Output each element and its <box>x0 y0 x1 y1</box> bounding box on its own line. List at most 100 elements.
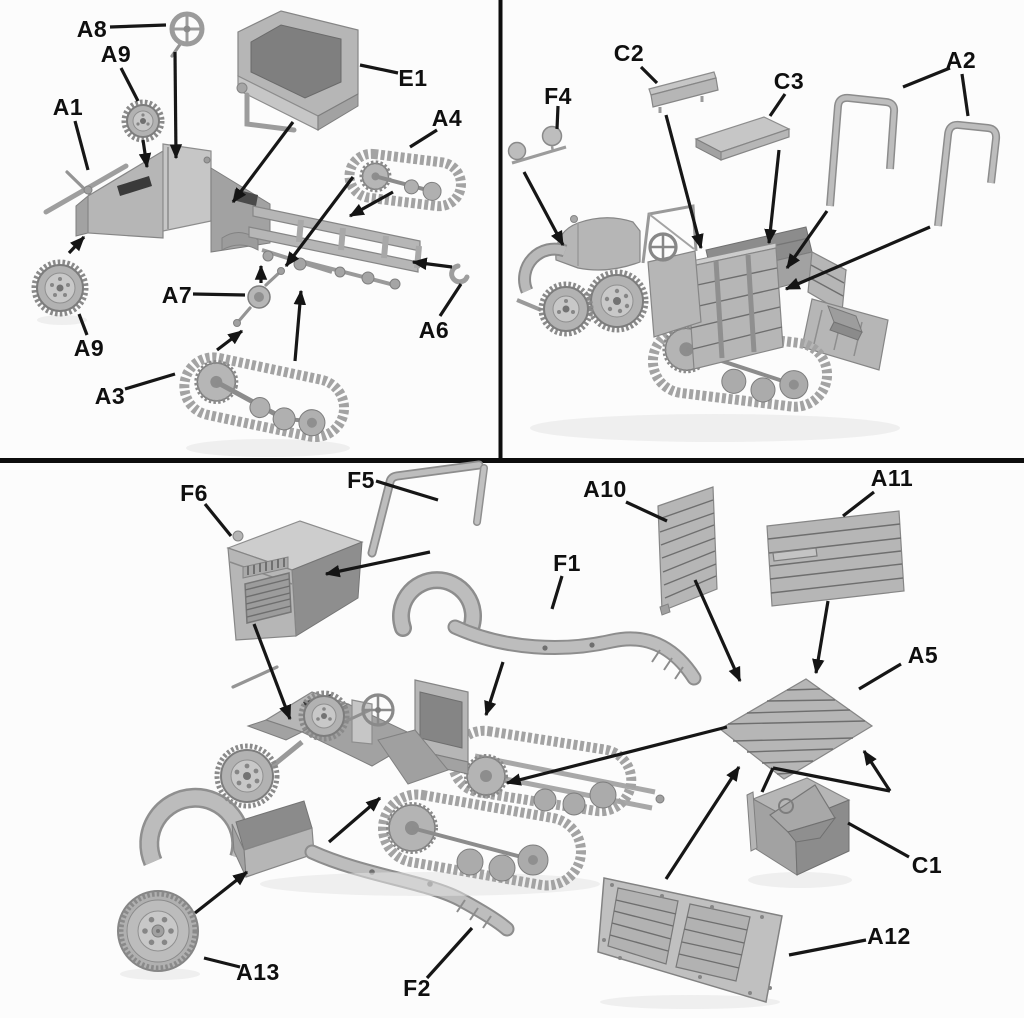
part-label-a2: A2 <box>946 47 976 73</box>
part-a5-floor-panel <box>718 678 874 780</box>
assembly-arrow-a10 <box>693 579 742 683</box>
part-e1-seat <box>236 10 359 133</box>
part-label-a4: A4 <box>432 105 462 131</box>
part-chassis-assembly <box>214 665 665 896</box>
leader-line-a5 <box>858 662 902 691</box>
part-a4-track <box>344 148 466 212</box>
assembly-arrow-c2 <box>664 114 704 250</box>
assembly-arrow-a2 <box>784 225 931 291</box>
part-c2-backrest <box>648 71 719 113</box>
leader-line-f5 <box>375 479 439 502</box>
leader-line-a4 <box>409 128 438 149</box>
leader-line-c3 <box>768 93 787 117</box>
assembly-arrow-a3 <box>216 329 243 352</box>
part-a9-rear-wheel <box>31 259 89 325</box>
leader-line-a2 <box>960 73 970 117</box>
part-label-a9-front: A9 <box>101 41 131 67</box>
part-label-c3: C3 <box>774 68 804 94</box>
leader-line-a1 <box>73 120 90 171</box>
part-label-f2: F2 <box>403 975 431 1001</box>
assembly-arrow-a9-rear <box>67 235 86 255</box>
part-assembled-truck <box>516 204 900 442</box>
part-label-f6: F6 <box>180 480 208 506</box>
leader-line-a8 <box>109 23 167 29</box>
part-a10-bed-panel <box>657 486 718 616</box>
leader-line-f1 <box>550 575 564 610</box>
leader-line-c1 <box>847 821 910 859</box>
part-label-a8: A8 <box>77 16 107 42</box>
part-label-f5: F5 <box>347 467 375 493</box>
part-label-a13: A13 <box>236 959 280 985</box>
leader-line-a11 <box>842 490 875 518</box>
part-c3-seat-board <box>694 116 791 161</box>
leader-line-a6 <box>438 283 463 317</box>
part-label-a1: A1 <box>53 94 83 120</box>
assembly-arrow-f5 <box>324 550 431 578</box>
assembly-arrow-a5 <box>505 725 728 786</box>
leader-line-a13 <box>203 956 241 969</box>
part-label-c2: C2 <box>614 40 644 66</box>
assembly-arrow-c3 <box>764 149 781 245</box>
assembly-arrow-a4 <box>284 176 355 267</box>
assembly-arrow-e1 <box>231 121 295 203</box>
part-label-a5: A5 <box>908 642 938 668</box>
assembly-arrow-a6 <box>411 257 453 270</box>
part-a13-fender-assembly <box>139 787 315 878</box>
assembly-arrow-f4 <box>522 171 565 247</box>
leader-line-f4 <box>555 105 560 130</box>
part-chassis-frame <box>75 143 422 290</box>
part-label-a11: A11 <box>871 465 913 491</box>
part-a13-wheel <box>117 890 200 980</box>
part-f4-headlamps <box>507 125 567 165</box>
leader-line-a9-rear <box>77 313 89 336</box>
part-c1-chock-box <box>746 777 852 888</box>
assembly-arrow-a9-front <box>138 139 152 169</box>
part-f6-hood <box>226 520 364 641</box>
assembly-arrow-a13 <box>194 870 248 915</box>
part-f1-running-board <box>392 571 702 686</box>
part-label-a12: A12 <box>867 923 911 949</box>
part-label-f4: F4 <box>544 83 572 109</box>
assembly-arrow-c1 <box>862 749 892 792</box>
leader-line-a12 <box>788 938 867 957</box>
leader-line-a7 <box>192 292 246 297</box>
leader-line-f6 <box>203 502 233 538</box>
leader-line-c1 <box>772 766 891 793</box>
leader-line-a9-front <box>119 67 140 102</box>
assembly-arrow-f1 <box>484 661 505 717</box>
assembly-arrow-a4 <box>348 190 394 218</box>
assembly-arrow-a2 <box>785 210 829 270</box>
part-label-f1: F1 <box>553 550 581 576</box>
assembly-arrow-a3 <box>293 289 307 362</box>
assembly-arrow-f2 <box>327 796 382 844</box>
part-label-a10: A10 <box>583 476 627 502</box>
part-label-e1: E1 <box>398 65 427 91</box>
part-label-c1: C1 <box>912 852 942 878</box>
part-label-a9-rear: A9 <box>74 335 104 361</box>
leader-line-c2 <box>639 65 659 85</box>
leader-line-e1 <box>359 63 399 75</box>
assembly-arrow-a11 <box>812 600 830 675</box>
leader-line-c1 <box>760 767 775 793</box>
leader-line-f2 <box>425 926 474 980</box>
part-label-a3: A3 <box>95 383 125 409</box>
part-a3-track <box>179 352 350 457</box>
leader-line-a2 <box>902 66 951 89</box>
assembly-arrow-a8 <box>169 51 183 160</box>
part-a12-tailgate <box>597 877 783 1009</box>
part-a6-hook <box>449 263 470 285</box>
part-a8-steering-wheel <box>169 11 205 58</box>
part-a11-bed-panel <box>766 510 905 607</box>
assembly-arrow-f6 <box>252 623 292 721</box>
part-label-a6: A6 <box>419 317 449 343</box>
part-a9-front-wheel <box>121 99 165 143</box>
leader-line-a10 <box>625 500 668 523</box>
part-a7-coupling <box>233 267 285 327</box>
part-a2-bows <box>826 93 1001 227</box>
assembly-arrow-a12 <box>664 765 741 880</box>
part-label-a7: A7 <box>162 282 192 308</box>
part-f5-windshield <box>367 460 488 558</box>
